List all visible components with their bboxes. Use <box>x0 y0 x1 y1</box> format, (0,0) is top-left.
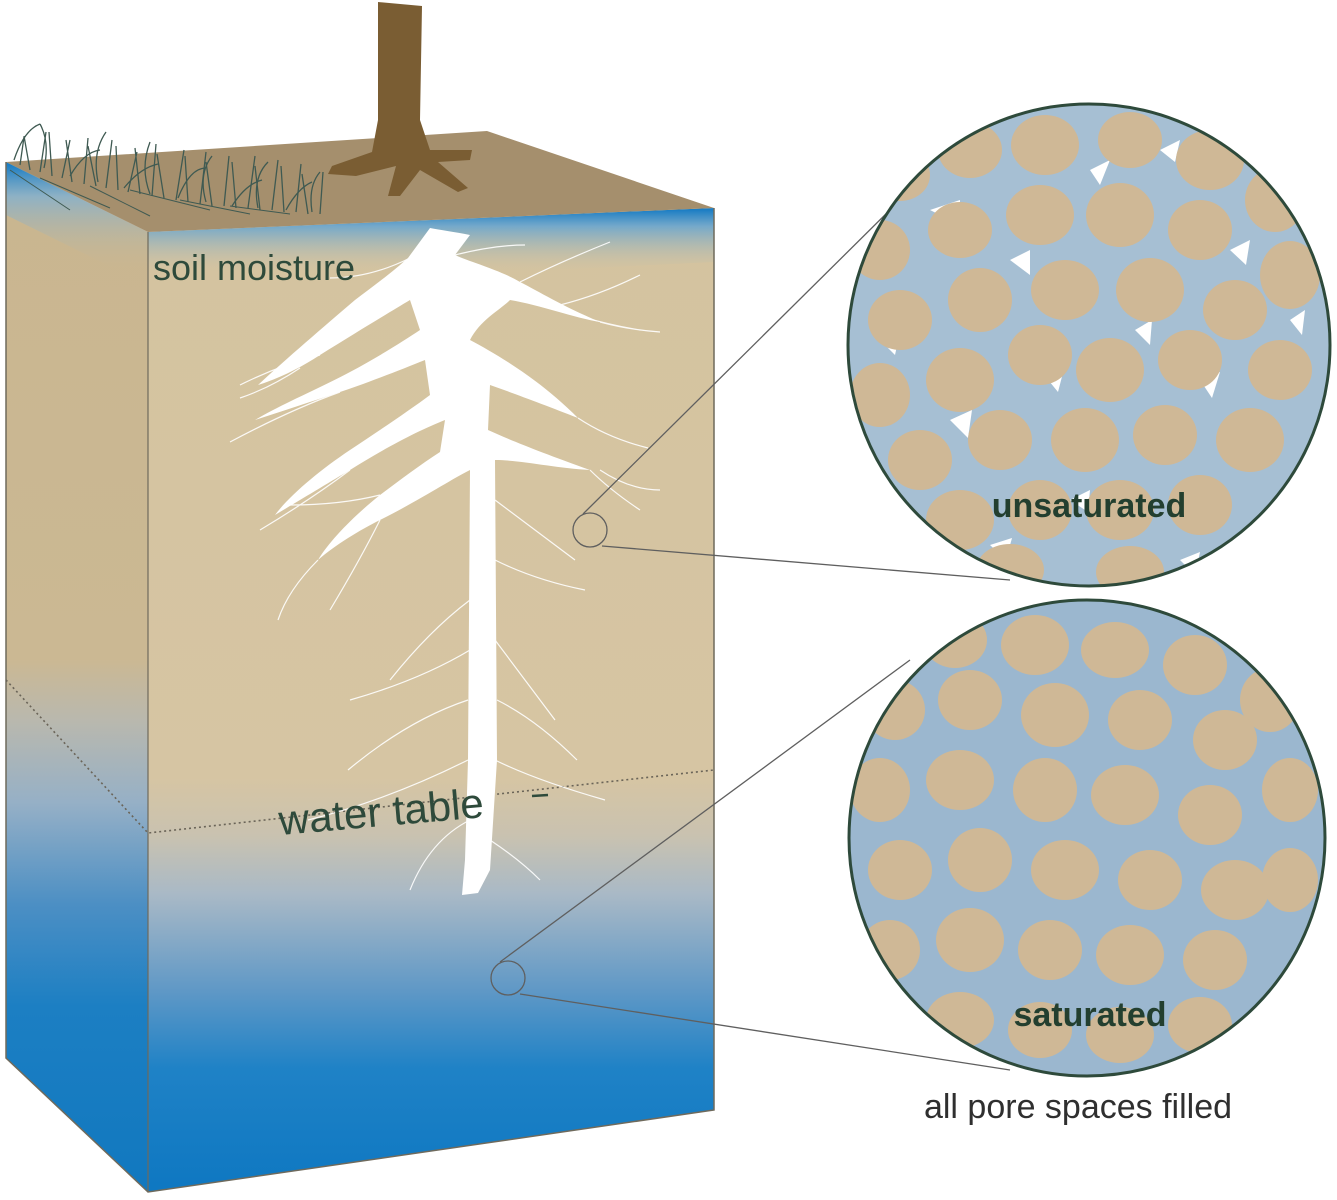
soil-moisture-side-band <box>6 162 148 285</box>
saturated-label: saturated <box>1013 996 1166 1034</box>
tree-roots <box>255 228 600 895</box>
unsaturated-label: unsaturated <box>992 487 1187 525</box>
saturated-sample-marker <box>490 960 526 996</box>
unsaturated-sample-marker <box>572 512 608 548</box>
soil-block-front-face <box>148 208 714 1192</box>
soil-block <box>5 131 715 1193</box>
soil-moisture-label: soil moisture <box>153 247 355 288</box>
root-hairs <box>229 241 661 891</box>
pore-spaces-caption: all pore spaces filled <box>924 1088 1232 1126</box>
callout-lines <box>490 204 1011 1071</box>
tree-trunk <box>328 2 472 196</box>
unsaturated-magnifier: unsaturated <box>846 102 1332 588</box>
soil-block-side-face <box>6 162 148 1192</box>
grass <box>9 123 324 217</box>
saturated-magnifier: saturated <box>847 598 1327 1078</box>
